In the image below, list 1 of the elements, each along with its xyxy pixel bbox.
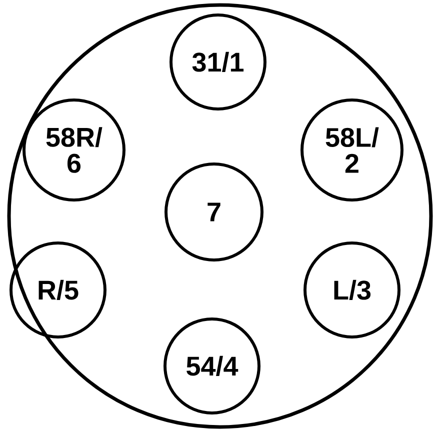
connector-outline bbox=[7, 3, 433, 429]
